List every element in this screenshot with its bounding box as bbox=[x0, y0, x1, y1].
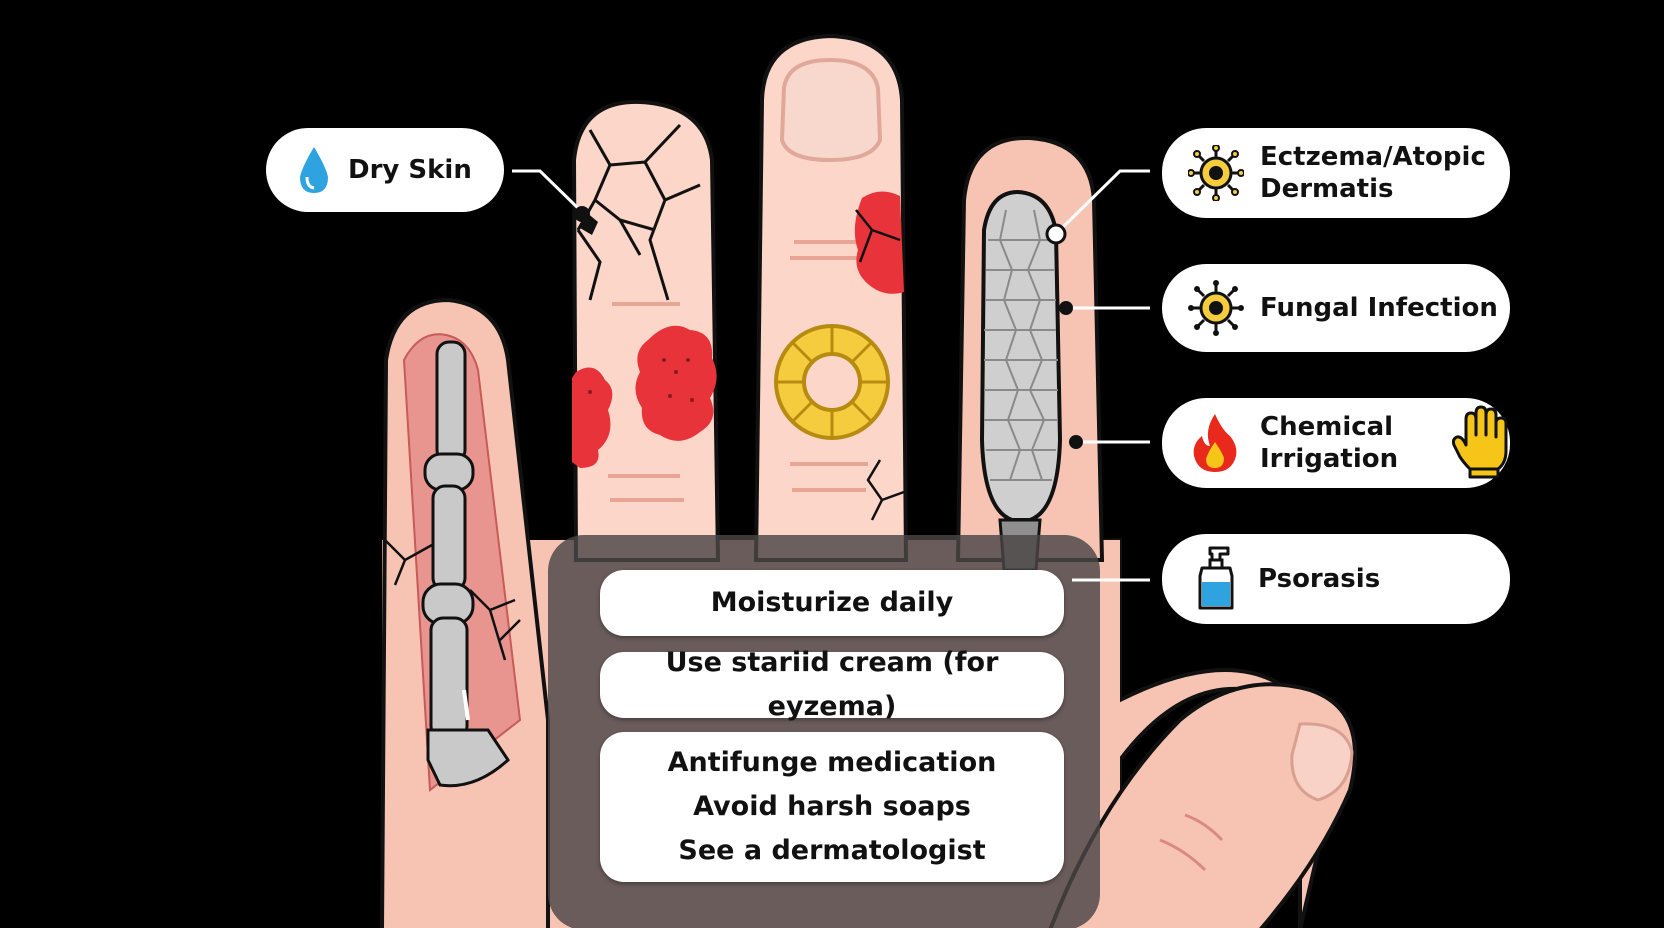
ring-finger-cracks bbox=[576, 123, 701, 301]
middle-finger-rash bbox=[854, 191, 904, 294]
bone-highlight bbox=[462, 689, 470, 721]
tip-steroid-cream: Use stariid cream (for eyzema) bbox=[600, 647, 1064, 722]
fungal-ring bbox=[774, 324, 890, 440]
flame-icon bbox=[1193, 414, 1237, 472]
label-eczema: Ectzema/Atopic Dermatis bbox=[1162, 128, 1510, 218]
bone-column bbox=[421, 340, 510, 788]
thumb bbox=[1048, 682, 1357, 928]
label-dry-skin: Dry Skin bbox=[266, 128, 504, 212]
middle-finger-nail bbox=[779, 57, 883, 163]
psoriasis-text: Psorasis bbox=[1258, 564, 1381, 594]
tip-group: Antifunge medication Avoid harsh soaps S… bbox=[600, 732, 1064, 882]
ring-finger bbox=[571, 99, 721, 562]
connector-lines bbox=[512, 169, 1150, 582]
dry-skin-text: Dry Skin bbox=[348, 155, 472, 185]
eczema-rash-1 bbox=[572, 367, 613, 468]
connector-dots bbox=[574, 206, 1083, 449]
fungal-text: Fungal Infection bbox=[1260, 293, 1498, 323]
thumb-nail bbox=[1290, 722, 1354, 802]
thumb-crease bbox=[1159, 813, 1224, 872]
label-fungal: Fungal Infection bbox=[1162, 264, 1510, 352]
middle-finger bbox=[753, 33, 909, 562]
water-drop-icon bbox=[300, 147, 328, 193]
middle-finger-creases bbox=[790, 240, 868, 492]
sun-virus-icon bbox=[1188, 145, 1244, 201]
tip-antifungal: Antifunge medication bbox=[667, 747, 997, 778]
eczema-text: Ectzema/Atopic Dermatis bbox=[1260, 142, 1486, 204]
chemical-text: Chemical Irrigation bbox=[1260, 412, 1399, 474]
rash-dots bbox=[588, 358, 694, 402]
eczema-rash-2 bbox=[635, 325, 717, 441]
glove-icon bbox=[1452, 405, 1508, 479]
tip-avoid-soaps: Avoid harsh soaps bbox=[693, 791, 971, 822]
ring-finger-creases bbox=[608, 302, 684, 502]
plaque-cells bbox=[984, 209, 1058, 481]
pump-bottle-icon bbox=[1198, 546, 1234, 610]
tip-moisturize: Moisturize daily bbox=[600, 570, 1064, 636]
sun-virus-icon bbox=[1188, 280, 1244, 336]
label-psoriasis: Psorasis bbox=[1162, 534, 1510, 624]
middle-finger-cracks bbox=[855, 209, 905, 521]
little-finger-cracks bbox=[384, 539, 521, 661]
tip-dermatologist: See a dermatologist bbox=[678, 835, 986, 866]
psoriasis-scale-plaque bbox=[979, 189, 1063, 522]
label-chemical: Chemical Irrigation bbox=[1162, 398, 1510, 488]
